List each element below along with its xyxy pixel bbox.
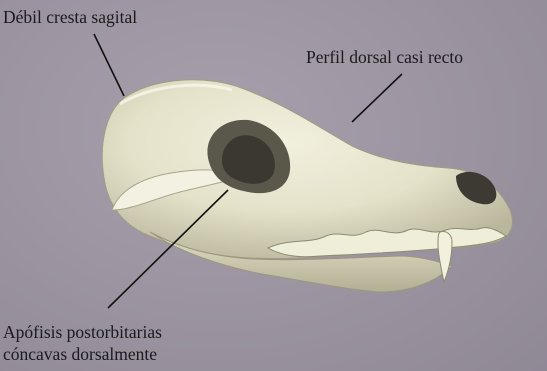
label-sagittal-crest: Débil cresta sagital: [3, 6, 137, 28]
label-postorbital-line1: Apófisis postorbitarias: [3, 321, 162, 343]
profile-leader-line: [352, 74, 402, 122]
crest-leader-line: [94, 34, 124, 96]
label-postorbital-line2: cóncavas dorsalmente: [3, 343, 157, 365]
label-dorsal-profile: Perfil dorsal casi recto: [306, 46, 463, 68]
